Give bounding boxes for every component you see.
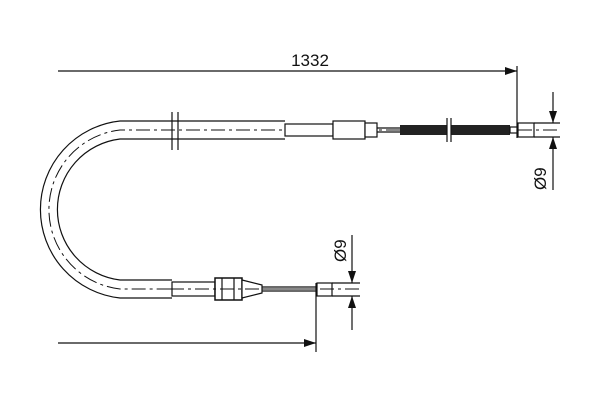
length-dimension: 1332 bbox=[58, 51, 518, 352]
diameter-dimension-bottom: Ø9 bbox=[331, 235, 356, 330]
diameter-label-top: Ø9 bbox=[531, 167, 550, 190]
diameter-dimension-top: Ø9 bbox=[531, 92, 557, 190]
length-label: 1332 bbox=[291, 51, 329, 70]
top-end-fittings bbox=[284, 118, 560, 142]
bottom-end-fittings bbox=[170, 277, 360, 301]
diameter-label-bottom: Ø9 bbox=[331, 239, 350, 262]
cable-sheath bbox=[39, 112, 400, 299]
